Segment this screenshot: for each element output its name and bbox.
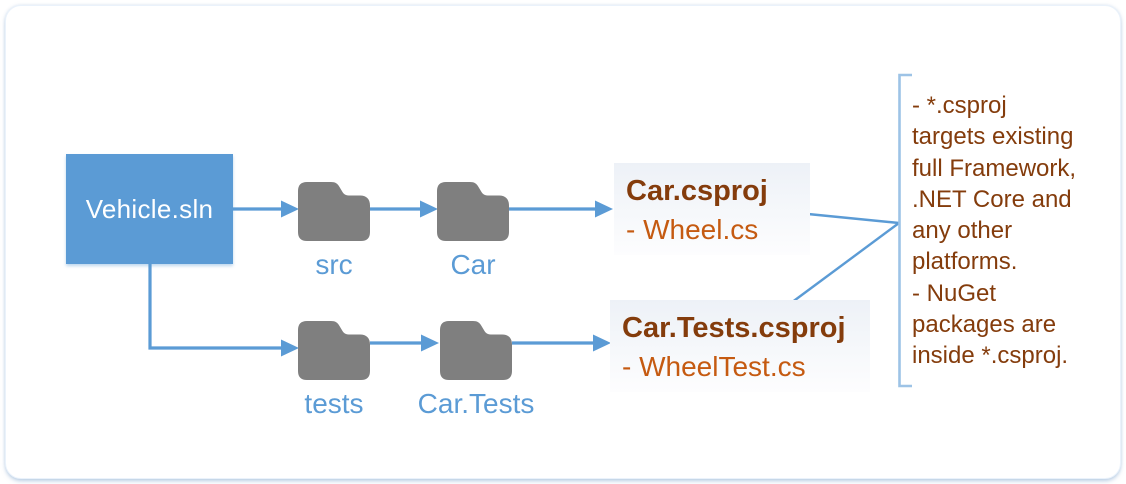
project-box-cartests: Car.Tests.csproj - WheelTest.cs [610,300,870,392]
folder-label-src: src [315,249,353,280]
solution-label: Vehicle.sln [85,193,214,224]
folder-label-cartests: Car.Tests [417,388,535,419]
folder-label-tests: tests [304,388,364,419]
project-item-wheel: - Wheel.cs [626,214,759,245]
folder-icon [440,321,512,380]
annotation-line: any other [912,217,1013,245]
project-title-cartests: Car.Tests.csproj [622,312,846,344]
annotation-line: targets existing [912,123,1074,151]
folder-node-cartests: Car.Tests [418,318,534,419]
folder-node-tests: tests [298,318,370,419]
annotation-line: - *.csproj [912,92,1007,119]
annotation-line: packages are [912,311,1057,339]
annotation-line: platforms. [912,248,1018,276]
project-item-wheeltest: - WheelTest.cs [622,351,806,382]
solution-node: Vehicle.sln [66,154,233,264]
folder-icon [298,182,370,241]
annotation-line: - NuGet [912,279,997,307]
annotation-line: inside *.csproj. [912,342,1069,370]
project-box-car: Car.csproj - Wheel.cs [614,163,810,255]
annotation-line: .NET Core and [912,185,1072,213]
folder-icon [437,182,509,241]
annotation-line: full Framework, [912,154,1077,182]
folder-icon [298,321,370,380]
annotation-block: - *.csproj targets existing full Framewo… [912,90,1117,372]
folder-node-src: src [298,179,370,280]
folder-node-car: Car [437,179,509,280]
project-title-car: Car.csproj [626,175,768,207]
folder-label-car: Car [450,249,496,280]
